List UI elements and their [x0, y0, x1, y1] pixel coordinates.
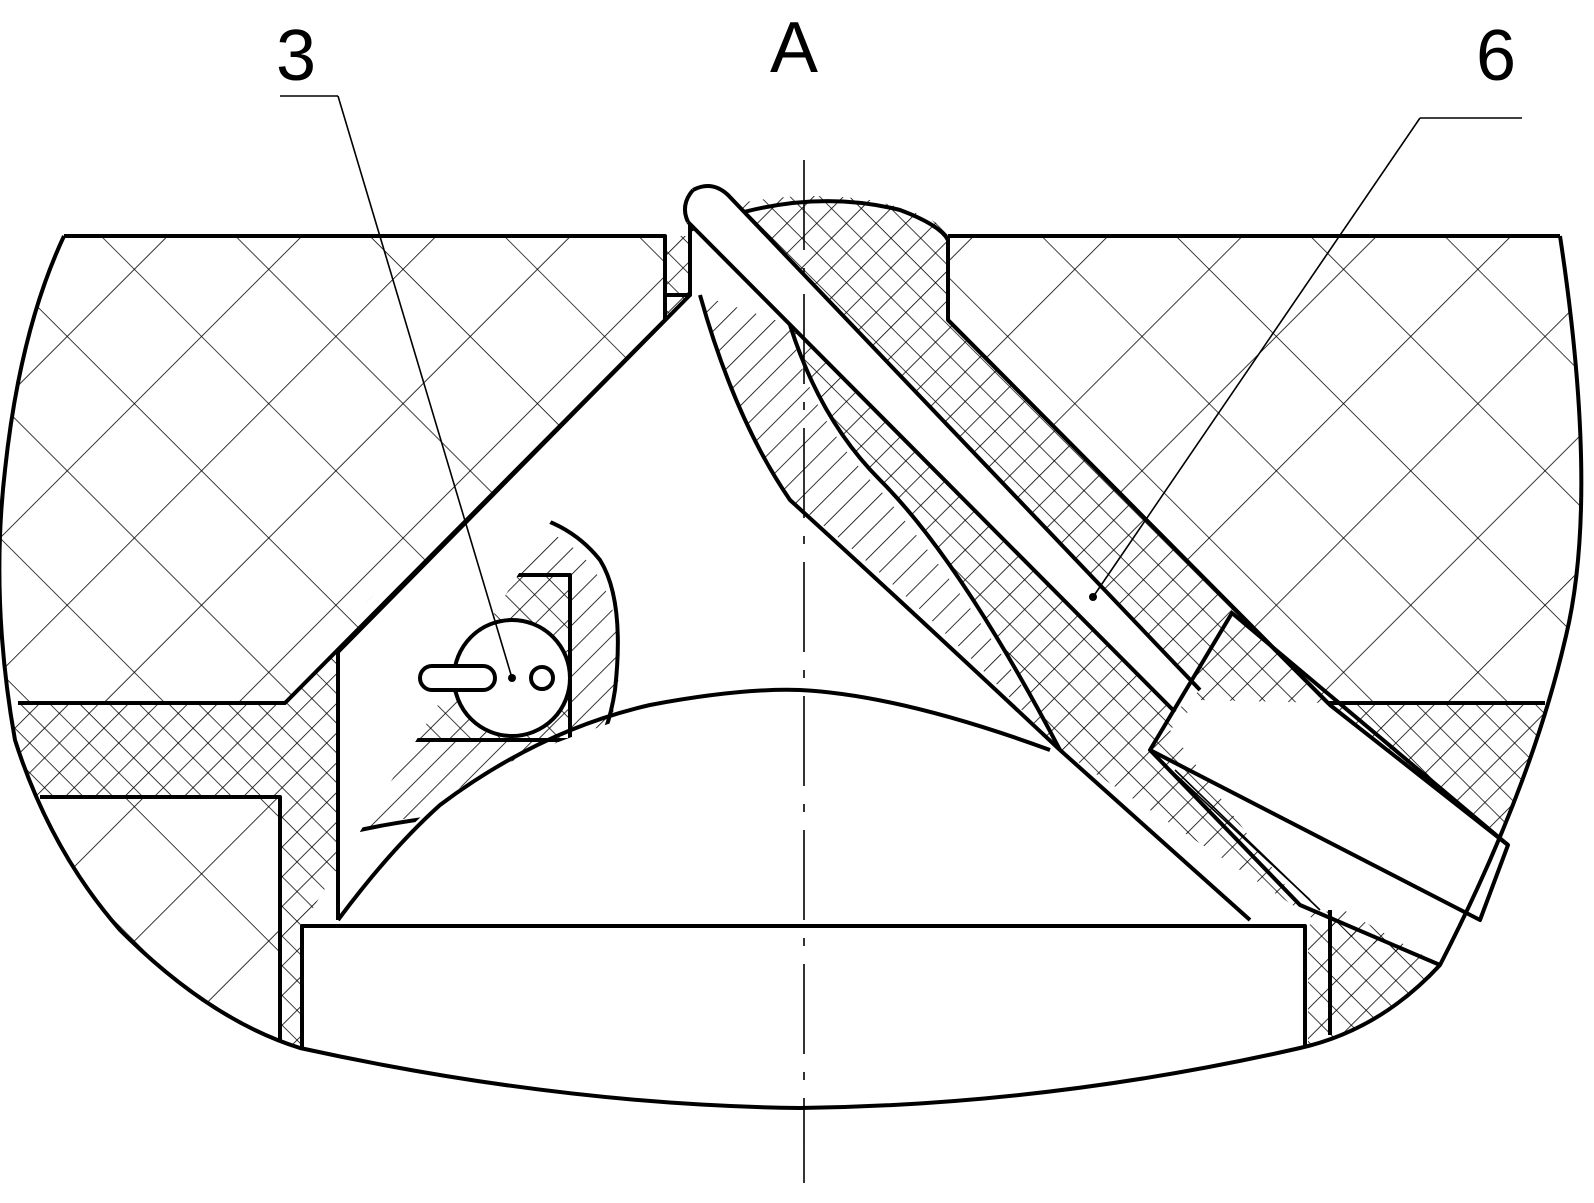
inclined-wedge-section	[700, 196, 1440, 965]
outer-contour	[0, 235, 1584, 1110]
part-label-6: 6	[1476, 16, 1516, 96]
section-label: A	[770, 8, 818, 88]
part-label-3: 3	[276, 16, 316, 96]
inner-wall-left	[336, 293, 692, 920]
central-cavity	[302, 295, 1305, 926]
leader-line-6	[1089, 117, 1522, 601]
inclined-probe	[682, 184, 1510, 922]
leader-line-3	[280, 95, 513, 679]
